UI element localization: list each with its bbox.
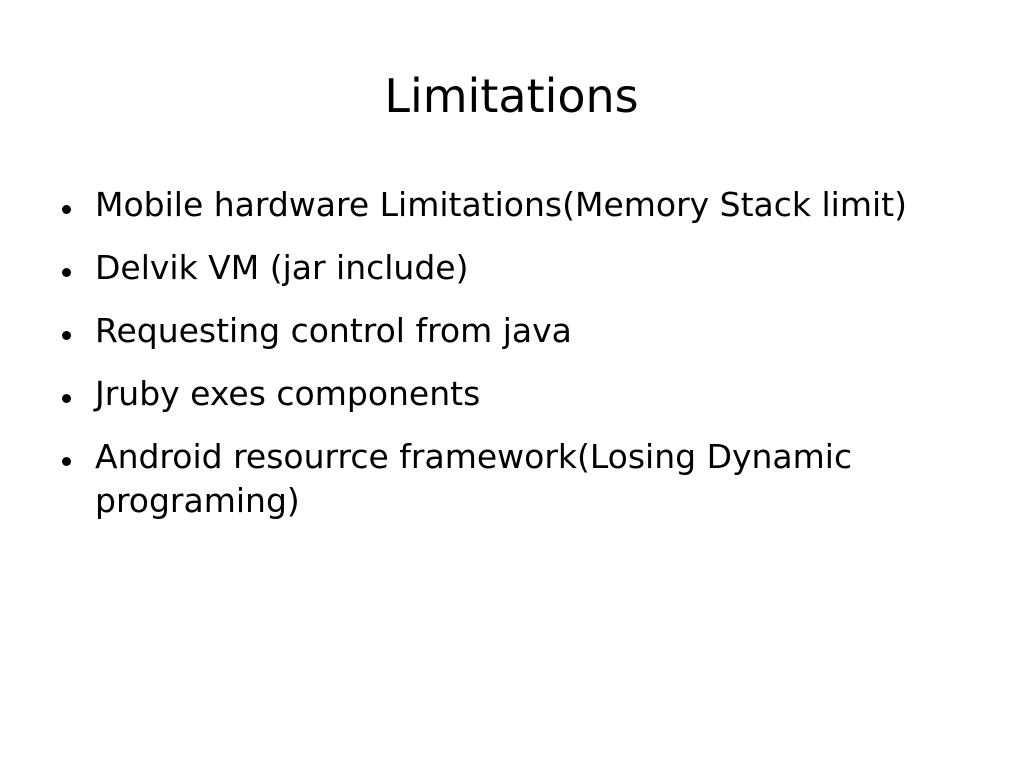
bullet-text: Android resourrce framework(Losing Dynam… xyxy=(95,437,853,520)
bullet-text: Jruby exes components xyxy=(95,374,481,413)
bullet-list: Mobile hardware Limitations(Memory Stack… xyxy=(56,183,956,542)
bullet-dot-icon xyxy=(62,394,71,403)
bullet-text: Mobile hardware Limitations(Memory Stack… xyxy=(95,185,907,224)
bullet-item: Requesting control from java xyxy=(56,309,956,353)
bullet-item: Jruby exes components xyxy=(56,372,956,416)
bullet-text: Delvik VM (jar include) xyxy=(95,248,469,287)
bullet-dot-icon xyxy=(62,205,71,214)
bullet-dot-icon xyxy=(62,331,71,340)
bullet-item: Android resourrce framework(Losing Dynam… xyxy=(56,435,956,523)
bullet-item: Mobile hardware Limitations(Memory Stack… xyxy=(56,183,956,227)
bullet-item: Delvik VM (jar include) xyxy=(56,246,956,290)
bullet-dot-icon xyxy=(62,268,71,277)
slide-title: Limitations xyxy=(384,69,639,123)
bullet-text: Requesting control from java xyxy=(95,311,572,350)
bullet-dot-icon xyxy=(62,457,71,466)
